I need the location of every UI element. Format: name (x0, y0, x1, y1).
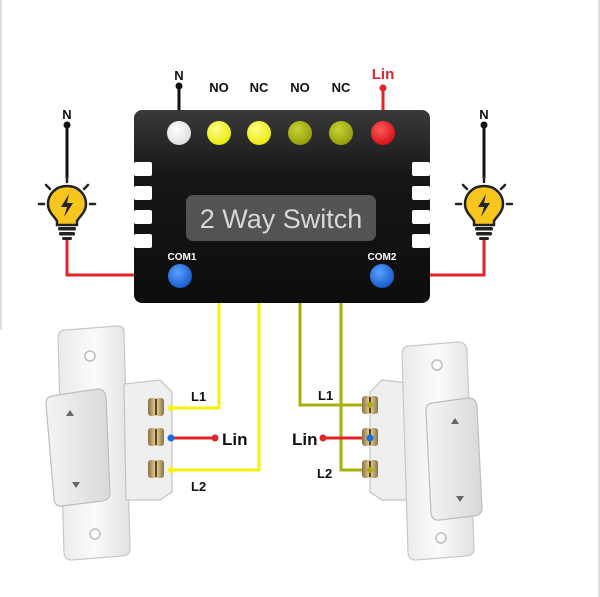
left-wall-switch (45, 325, 175, 561)
right-switch-arrow-down-icon (456, 496, 464, 502)
terminal-n (167, 121, 191, 145)
left-switch-arrow-up-icon (66, 410, 74, 416)
terminal-label-lin: Lin (372, 66, 395, 83)
left-lamp-neutral-label: N (62, 107, 71, 122)
left-l2-terminal-dot (168, 467, 174, 473)
terminal-label-nc2: NC (332, 80, 351, 95)
left-switch-screws (148, 398, 164, 478)
left-switch-arrow-down-icon (72, 482, 80, 488)
right-l2-label: L2 (317, 466, 332, 481)
terminal-nc1 (247, 121, 271, 145)
left-lamp (37, 175, 97, 240)
terminal-label-n: N (174, 68, 183, 83)
right-switch-rocker[interactable] (425, 397, 483, 521)
bulb-icon (454, 175, 514, 240)
left-lin-label: Lin (222, 430, 248, 449)
right-lin-label: Lin (292, 430, 318, 449)
terminal-label-no1: NO (209, 80, 229, 95)
module-neutral-dot (175, 82, 183, 90)
right-l1-label: L1 (318, 388, 333, 403)
right-switch-screw-top (431, 359, 443, 371)
left-lamp-neutral-dot (63, 121, 71, 129)
terminal-lin (371, 121, 395, 145)
right-lin-dot (319, 434, 327, 442)
com2-label: COM2 (368, 252, 397, 263)
right-lamp-neutral-label: N (479, 107, 488, 122)
right-l1-terminal-dot (367, 402, 373, 408)
right-lamp-neutral-dot (480, 121, 488, 129)
left-l2-label: L2 (191, 479, 206, 494)
left-switch-screw-top (84, 350, 96, 362)
left-switch-rocker[interactable] (45, 388, 111, 507)
terminal-no1 (207, 121, 231, 145)
right-switch-arrow-up-icon (451, 418, 459, 424)
right-switch-screw-bottom (435, 532, 447, 544)
bulb-icon (37, 175, 97, 240)
left-l1-label: L1 (191, 389, 206, 404)
terminal-label-nc1: NC (250, 80, 269, 95)
module-lin-dot (379, 84, 387, 92)
left-lin-terminal-dot (167, 434, 175, 442)
left-l1-terminal-dot (168, 405, 174, 411)
terminal-com2 (370, 264, 394, 288)
module-title: 2 Way Switch (200, 204, 363, 234)
terminal-label-no2: NO (290, 80, 310, 95)
right-l2-terminal-dot (367, 467, 373, 473)
terminal-com1 (168, 264, 192, 288)
right-lamp (454, 175, 514, 240)
relay-module: 2 Way Switch COM1 COM2 (134, 110, 430, 303)
right-wall-switch (362, 341, 483, 561)
com1-label: COM1 (168, 252, 197, 263)
left-switch-screw-bottom (89, 528, 101, 540)
module-notches-left (134, 162, 152, 248)
module-notches-right (412, 162, 430, 248)
terminal-nc2 (329, 121, 353, 145)
right-lin-terminal-dot (366, 434, 374, 442)
terminal-no2 (288, 121, 312, 145)
left-lin-dot (211, 434, 219, 442)
module-title-plate (186, 195, 376, 241)
